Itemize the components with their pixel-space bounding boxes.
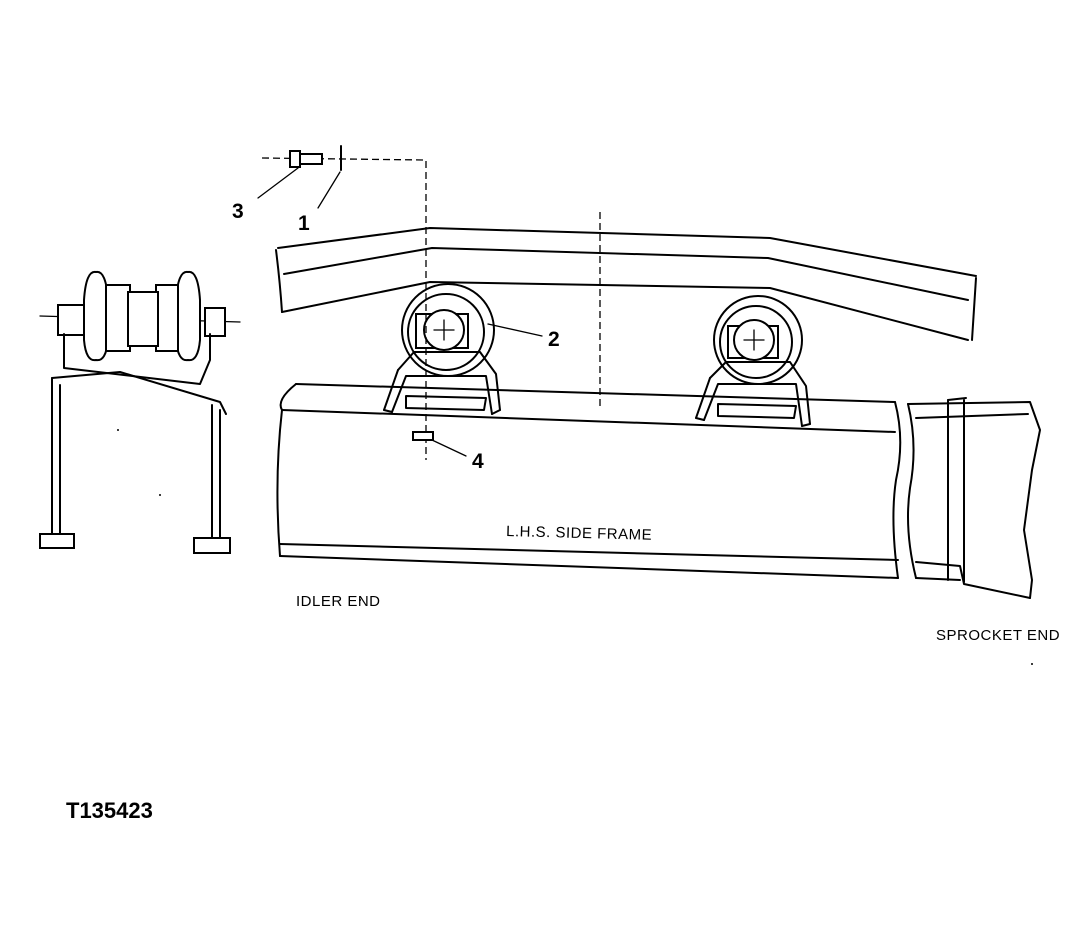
figure-id: T135423 [66, 798, 153, 823]
roller-flange-right [175, 270, 201, 362]
carrier-roller-2 [695, 295, 811, 427]
exploded-hardware [261, 145, 434, 460]
label-idler-end: IDLER END [296, 593, 381, 610]
shaft-end-left [57, 304, 85, 336]
bracket-foot-right [193, 537, 231, 554]
label-sprocket-end: SPROCKET END [936, 627, 1060, 644]
shaft-end-right [204, 307, 226, 337]
bracket-foot-left [39, 533, 75, 549]
scan-speckles [117, 429, 1033, 665]
carrier-roller-1 [383, 283, 501, 415]
track-chain-top [275, 227, 977, 341]
callout-2: 2 [548, 328, 560, 351]
nut [412, 431, 434, 441]
end-view-roller-assembly [39, 270, 241, 554]
callout-4: 4 [472, 450, 484, 473]
side-frame [276, 383, 1041, 599]
label-side-frame: L.H.S. SIDE FRAME [506, 523, 652, 544]
leader-lines [257, 167, 543, 457]
bolt [289, 150, 323, 168]
callout-1: 1 [298, 212, 310, 235]
roller-flange-left [83, 270, 109, 362]
callout-3: 3 [232, 200, 244, 223]
